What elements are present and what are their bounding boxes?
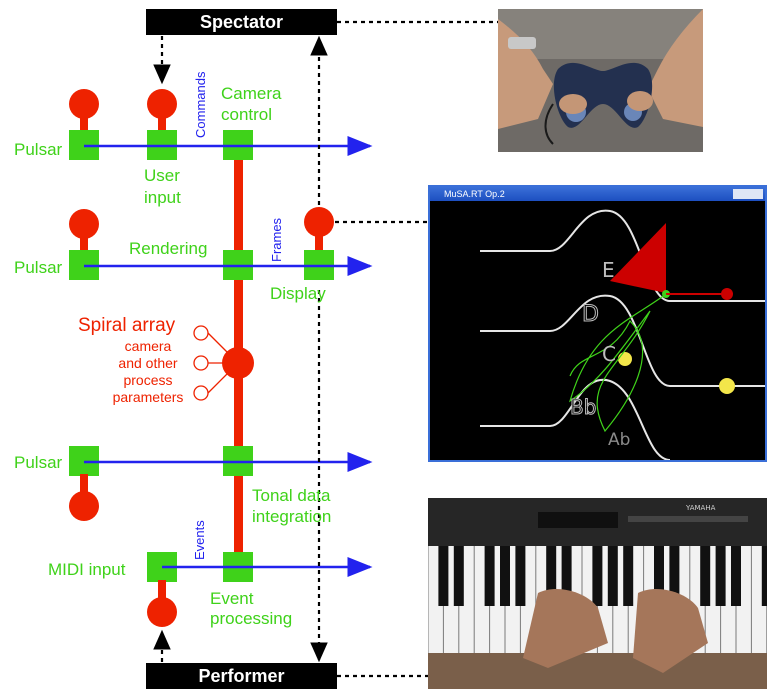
spiral-param-parameters: parameters [112,389,184,405]
spiral-param-process: process [123,372,173,388]
spiral-visualization: E D C Bb Ab [430,201,765,460]
pulsar-label-2: Pulsar [14,258,63,277]
viz-letter-bb: Bb [570,395,596,419]
viz-letter-c: C [602,342,616,366]
pulsar-node-3 [69,446,99,521]
spiral-param-and-other: and other [118,355,178,371]
user-input-node [147,89,177,160]
midi-input-label: MIDI input [48,560,126,579]
display-label: Display [270,284,326,303]
viz-letter-d: D [582,302,599,327]
camera-control-label-line1: Camera [221,84,282,103]
pulsar-label-1: Pulsar [14,140,63,159]
parameter-connectors [193,325,239,401]
spiral-array-label: Spiral array [78,315,176,336]
musart-display-window: MuSA.RT Op.2 E D C Bb Ab [428,185,767,462]
performer-keyboard-photo: YAMAHA [428,498,767,689]
window-title: MuSA.RT Op.2 [430,187,765,201]
keyboard-brand-label: YAMAHA [685,504,716,512]
pulsar-node-2 [69,209,99,280]
tonal-integration-label-line2: integration [252,507,332,526]
event-processing-label-line1: Event [210,589,254,608]
viz-letter-e: E [602,258,615,282]
user-input-label-line1: User [144,166,180,185]
camera-control-label-line2: control [221,105,273,124]
viz-letter-ab: Ab [608,430,630,450]
window-controls [733,189,763,199]
pulsar-node-1 [69,89,99,160]
display-node [304,207,334,280]
event-processing-label-line2: processing [210,609,293,628]
frames-label: Frames [269,217,284,262]
performer-box: Performer [146,663,337,689]
spectator-box: Spectator [146,9,337,35]
spectator-gamepad-photo [498,9,703,152]
user-input-label-line2: input [144,188,181,207]
spiral-param-camera: camera [124,338,172,354]
rendering-label: Rendering [129,239,208,258]
commands-label: Commands [193,71,208,138]
events-label: Events [192,520,207,560]
midi-input-node [147,552,177,627]
tonal-integration-label-line1: Tonal data [252,486,331,505]
pulsar-label-3: Pulsar [14,453,63,472]
